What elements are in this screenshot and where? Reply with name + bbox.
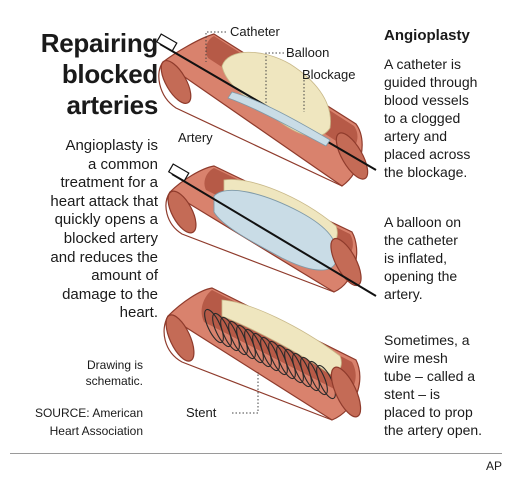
intro-line: heart attack that bbox=[50, 192, 158, 210]
artery-1-left-opening bbox=[160, 60, 192, 104]
step-line: artery. bbox=[384, 286, 423, 302]
note-line: Drawing is bbox=[86, 358, 143, 372]
label-blockage: Blockage bbox=[302, 67, 356, 82]
catheter-wire-2 bbox=[171, 173, 377, 297]
step-line: guided through bbox=[384, 74, 478, 90]
artery-3-right-opening bbox=[330, 366, 362, 418]
label-balloon: Balloon bbox=[286, 45, 330, 60]
label-artery: Artery bbox=[178, 130, 213, 145]
artery-with-stent bbox=[163, 287, 362, 421]
intro-line: blocked artery bbox=[63, 229, 158, 247]
intro-line: treatment for a bbox=[60, 174, 158, 192]
step-line: Sometimes, a bbox=[384, 332, 470, 348]
label-catheter: Catheter bbox=[230, 24, 280, 39]
step-1-text: A catheter is guided through blood vesse… bbox=[384, 55, 508, 181]
artery-2-left-opening bbox=[167, 190, 197, 234]
intro-line: heart. bbox=[119, 304, 158, 322]
label-stent: Stent bbox=[186, 405, 217, 420]
footer-divider bbox=[10, 453, 502, 454]
intro-line: a common bbox=[87, 155, 158, 173]
intro-line: damage to the bbox=[62, 285, 158, 303]
step-line: the artery open. bbox=[384, 422, 483, 438]
artery-with-inflated-balloon bbox=[165, 163, 377, 297]
deflated-balloon bbox=[227, 91, 331, 147]
schematic-note: Drawing is schematic. bbox=[8, 357, 143, 389]
catheter-leader bbox=[205, 31, 226, 62]
step-line: wire mesh bbox=[384, 350, 448, 366]
step-line: A catheter is bbox=[384, 56, 462, 72]
step-line: artery and bbox=[384, 128, 448, 144]
step-line: placed to prop bbox=[384, 404, 473, 420]
angioplasty-heading: Angioplasty bbox=[384, 27, 470, 44]
step-2-text: A balloon on the catheter is inflated, o… bbox=[384, 213, 508, 303]
artery-3-left-opening bbox=[165, 314, 195, 362]
artery-with-catheter bbox=[155, 33, 377, 187]
note-line: schematic. bbox=[85, 374, 143, 388]
intro-line: quickly opens a bbox=[54, 211, 158, 229]
intro-line: and reduces the bbox=[50, 248, 158, 266]
step-3-text: Sometimes, a wire mesh tube – called a s… bbox=[384, 331, 508, 439]
catheter-handle-2 bbox=[167, 163, 190, 182]
source-line: Heart Association bbox=[49, 424, 143, 438]
label-leaders bbox=[205, 31, 305, 414]
step-line: opening the bbox=[384, 268, 458, 284]
intro-line: Angioplasty is bbox=[65, 137, 158, 154]
step-line: placed across bbox=[384, 146, 471, 162]
title-line: arteries bbox=[66, 90, 158, 120]
ap-credit: AP bbox=[485, 459, 502, 473]
title-line: Repairing bbox=[40, 28, 159, 58]
step-line: the blockage. bbox=[384, 164, 468, 180]
stent-mesh bbox=[204, 308, 336, 400]
stent-leader bbox=[232, 372, 259, 414]
balloon-leader bbox=[265, 52, 284, 104]
step-line: stent – is bbox=[384, 386, 441, 402]
step-line: tube – called a bbox=[384, 368, 476, 384]
source-note: SOURCE: American Heart Association bbox=[8, 404, 143, 440]
intro-line: amount of bbox=[91, 267, 158, 285]
intro-text: Angioplasty is a common treatment for a … bbox=[8, 137, 158, 323]
title-line: blocked bbox=[61, 59, 158, 89]
catheter-handle-1 bbox=[155, 33, 178, 52]
main-title: Repairing blocked arteries bbox=[8, 28, 159, 121]
step-line: A balloon on bbox=[384, 214, 462, 230]
step-line: is inflated, bbox=[384, 250, 448, 266]
step-line: to a clogged bbox=[384, 110, 461, 126]
step-line: the catheter bbox=[384, 232, 458, 248]
source-line: SOURCE: American bbox=[34, 406, 143, 420]
step-line: blood vessels bbox=[384, 92, 469, 108]
